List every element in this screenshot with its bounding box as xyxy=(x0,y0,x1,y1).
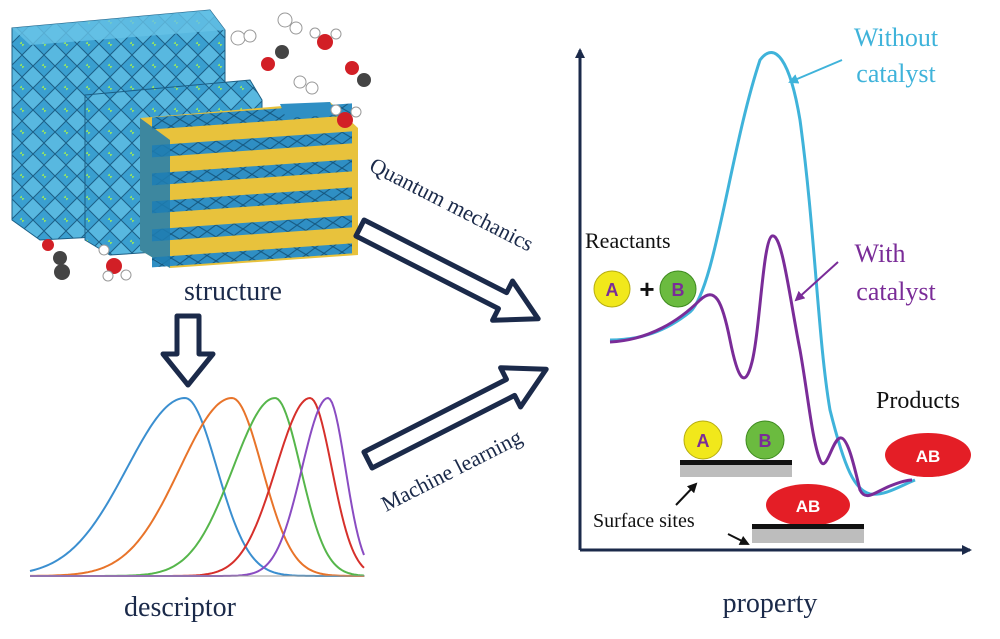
product-ab-adsorbed: AB xyxy=(766,484,850,526)
reactant-b: B xyxy=(659,270,697,308)
surface-sites-lower xyxy=(752,524,864,543)
property-label: property xyxy=(723,588,818,619)
without-catalyst-label-line2: catalyst xyxy=(856,59,936,88)
adsorbed-a: A xyxy=(683,420,723,460)
adsorbed-b-text: B xyxy=(759,431,772,451)
with-catalyst-label-line2: catalyst xyxy=(856,277,936,306)
reactants-label: Reactants xyxy=(585,228,671,253)
without-catalyst-label-line1: Without xyxy=(854,23,939,52)
descriptor-curve-2 xyxy=(30,396,364,577)
machine-learning-arrow xyxy=(361,365,549,471)
descriptor-curves xyxy=(29,396,365,577)
down-arrow xyxy=(160,313,216,388)
with-catalyst-curve xyxy=(609,234,913,498)
reactant-a: A xyxy=(593,270,631,308)
surface-sites-upper xyxy=(680,460,792,477)
product-ab-gas-text: AB xyxy=(916,447,941,466)
plus-sign: + xyxy=(639,274,654,304)
adsorbed-b: B xyxy=(745,420,785,460)
with-catalyst-pointer xyxy=(794,261,839,302)
structure-label: structure xyxy=(184,276,282,307)
reactant-b-text: B xyxy=(672,280,685,300)
crystal-structure-image xyxy=(11,9,371,282)
surface-pointer-upper xyxy=(675,482,698,506)
adsorbed-a-text: A xyxy=(697,431,710,451)
reactant-a-text: A xyxy=(606,280,619,300)
descriptor-label: descriptor xyxy=(124,592,237,623)
with-catalyst-label-line1: With xyxy=(855,239,906,268)
energy-axes xyxy=(575,48,972,555)
product-ab-adsorbed-text: AB xyxy=(796,497,821,516)
surface-pointer-lower xyxy=(727,533,750,545)
without-catalyst-pointer xyxy=(788,59,843,84)
molecules xyxy=(42,12,371,282)
product-ab-gas: AB xyxy=(885,433,971,477)
products-label: Products xyxy=(876,388,960,414)
descriptor-curve-5 xyxy=(30,396,365,577)
surface-sites-label: Surface sites xyxy=(593,510,695,532)
layered-slab xyxy=(140,102,358,268)
quantum-mechanics-arrow xyxy=(353,217,541,323)
